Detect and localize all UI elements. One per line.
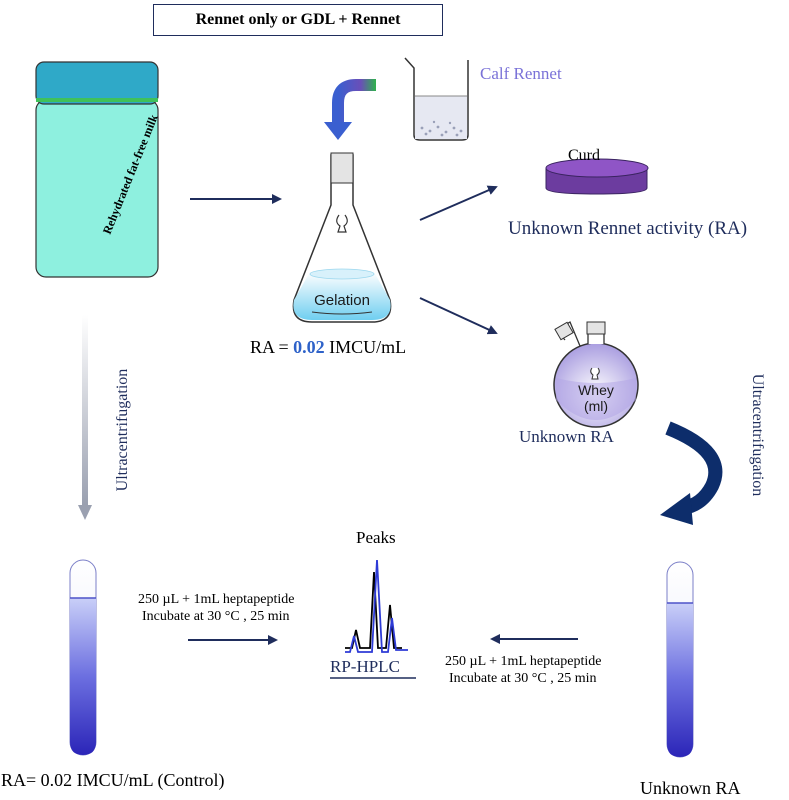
calf-rennet-label: Calf Rennet	[480, 64, 562, 83]
curved-ultracentrifugation-arrow	[660, 421, 723, 525]
left-step-line1: 250 µL + 1mL heptapeptide	[138, 592, 295, 607]
hplc-chromatogram	[330, 559, 416, 679]
flask-ra-unit: IMCU/mL	[324, 337, 407, 357]
treatment-box: Rennet only or GDL + Rennet	[153, 4, 443, 36]
gelation-flask: Gelation	[292, 152, 392, 323]
control-caption: RA= 0.02 IMCU/mL (Control)	[1, 770, 225, 790]
whey-flask: Whey (ml)	[553, 321, 639, 428]
arrow-flask-to-curd	[419, 185, 498, 221]
left-ultracentrifugation-arrow	[78, 315, 92, 520]
flask-ra-prefix: RA =	[250, 337, 294, 357]
curd-caption: Unknown Rennet activity (RA)	[508, 218, 748, 239]
whey-caption: Unknown RA	[519, 427, 614, 446]
curd-label: Curd	[568, 147, 600, 164]
rennet-arrow	[324, 79, 376, 140]
control-tube	[69, 559, 97, 756]
calf-rennet-beaker	[404, 57, 469, 141]
gelation-label: Gelation	[314, 292, 370, 309]
left-step-line2: Incubate at 30 °C , 25 min	[142, 609, 290, 624]
arrow-flask-to-whey	[419, 297, 498, 335]
milk-jar: Rehydrated fat-free milk	[35, 61, 161, 278]
hplc-label: RP-HPLC	[330, 657, 400, 676]
unknown-caption: Unknown RA	[640, 778, 741, 798]
flask-ra-value: 0.02	[293, 337, 325, 357]
right-step-line1: 250 µL + 1mL heptapeptide	[445, 654, 602, 669]
peaks-label: Peaks	[356, 528, 396, 547]
left-ultracentrifugation-label: Ultracentrifugation	[114, 368, 131, 492]
unknown-tube	[666, 561, 694, 758]
right-step-line2: Incubate at 30 °C , 25 min	[449, 671, 597, 686]
curd-disc: Curd	[545, 147, 649, 195]
whey-label-line2: (ml)	[584, 398, 608, 414]
right-ultracentrifugation-label: Ultracentrifugation	[749, 373, 766, 497]
whey-label-line1: Whey	[578, 382, 614, 398]
flask-ra-label: RA = 0.02 IMCU/mL	[250, 337, 406, 358]
